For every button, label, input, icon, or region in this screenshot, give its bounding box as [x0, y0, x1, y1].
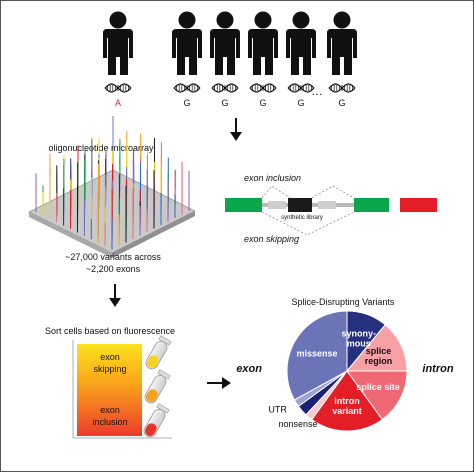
inclusion-label-line2: inclusion — [92, 417, 127, 427]
pie-slice-label: nonsense — [278, 419, 317, 429]
synthetic-library-exon — [288, 198, 312, 212]
skipping-label-line2: skipping — [93, 364, 126, 374]
exon-red — [400, 198, 437, 212]
population-row — [103, 11, 357, 75]
exon-skipping-label: exon skipping — [244, 234, 299, 244]
dna-helix-icon — [211, 83, 239, 93]
pie-slice-label: missense — [296, 348, 337, 358]
microarray-caption-line1: ~27,000 variants across — [65, 252, 161, 262]
test-tube-icon — [145, 335, 172, 370]
synthetic-library-label: synthetic library — [281, 215, 323, 221]
down-arrow-icon — [109, 284, 121, 307]
allele-label: A — [115, 98, 121, 108]
pie-slice-label: splice site — [356, 382, 400, 392]
microarray-title: oligonucleotide microarray — [48, 143, 154, 153]
ellipsis-mark: … — [311, 84, 323, 98]
splicing-construct — [225, 185, 437, 236]
allele-label: G — [221, 98, 228, 108]
person-icon — [103, 11, 133, 75]
skipping-label-line1: exon — [100, 352, 120, 362]
person-icon — [172, 11, 202, 75]
dna-helix-icon — [287, 83, 315, 93]
sorting-title: Sort cells based on fluorescence — [45, 326, 175, 336]
exon-inclusion-label: exon inclusion — [244, 173, 301, 183]
pie-slice — [286, 310, 348, 401]
chart-title: Splice-Disrupting Variants — [292, 297, 395, 307]
exon-downstream-green — [354, 198, 389, 212]
allele-label: G — [259, 98, 266, 108]
exon-side-label: exon — [236, 363, 262, 375]
microarray-caption-line2: ~2,200 exons — [86, 264, 141, 274]
dna-helix-icon — [328, 83, 356, 93]
pie-slice — [346, 370, 408, 421]
pie-slice — [345, 324, 408, 372]
test-tube-icon — [143, 403, 170, 438]
down-arrow-icon — [230, 118, 242, 141]
dna-helix-icon — [249, 83, 277, 93]
test-tube-icon — [144, 369, 171, 404]
dna-helix-icon — [173, 83, 201, 93]
pie-slice-label: synony-mous — [342, 328, 377, 348]
allele-label: G — [297, 98, 304, 108]
person-icon — [210, 11, 240, 75]
right-arrow-icon — [207, 377, 231, 389]
intron-side-label: intron — [422, 363, 453, 375]
pie-slice-label: UTR — [268, 404, 287, 414]
allele-label: G — [183, 98, 190, 108]
exon-upstream-green — [225, 198, 262, 212]
pie-slice — [311, 370, 383, 432]
person-icon — [248, 11, 278, 75]
person-icon — [286, 11, 316, 75]
dna-helix-icon — [104, 83, 132, 93]
allele-label: G — [338, 98, 345, 108]
fluorescence-gradient — [72, 340, 172, 439]
person-icon — [327, 11, 357, 75]
pie-chart — [286, 310, 408, 432]
oligo-probes — [35, 116, 190, 250]
inclusion-label-line1: exon — [100, 405, 120, 415]
